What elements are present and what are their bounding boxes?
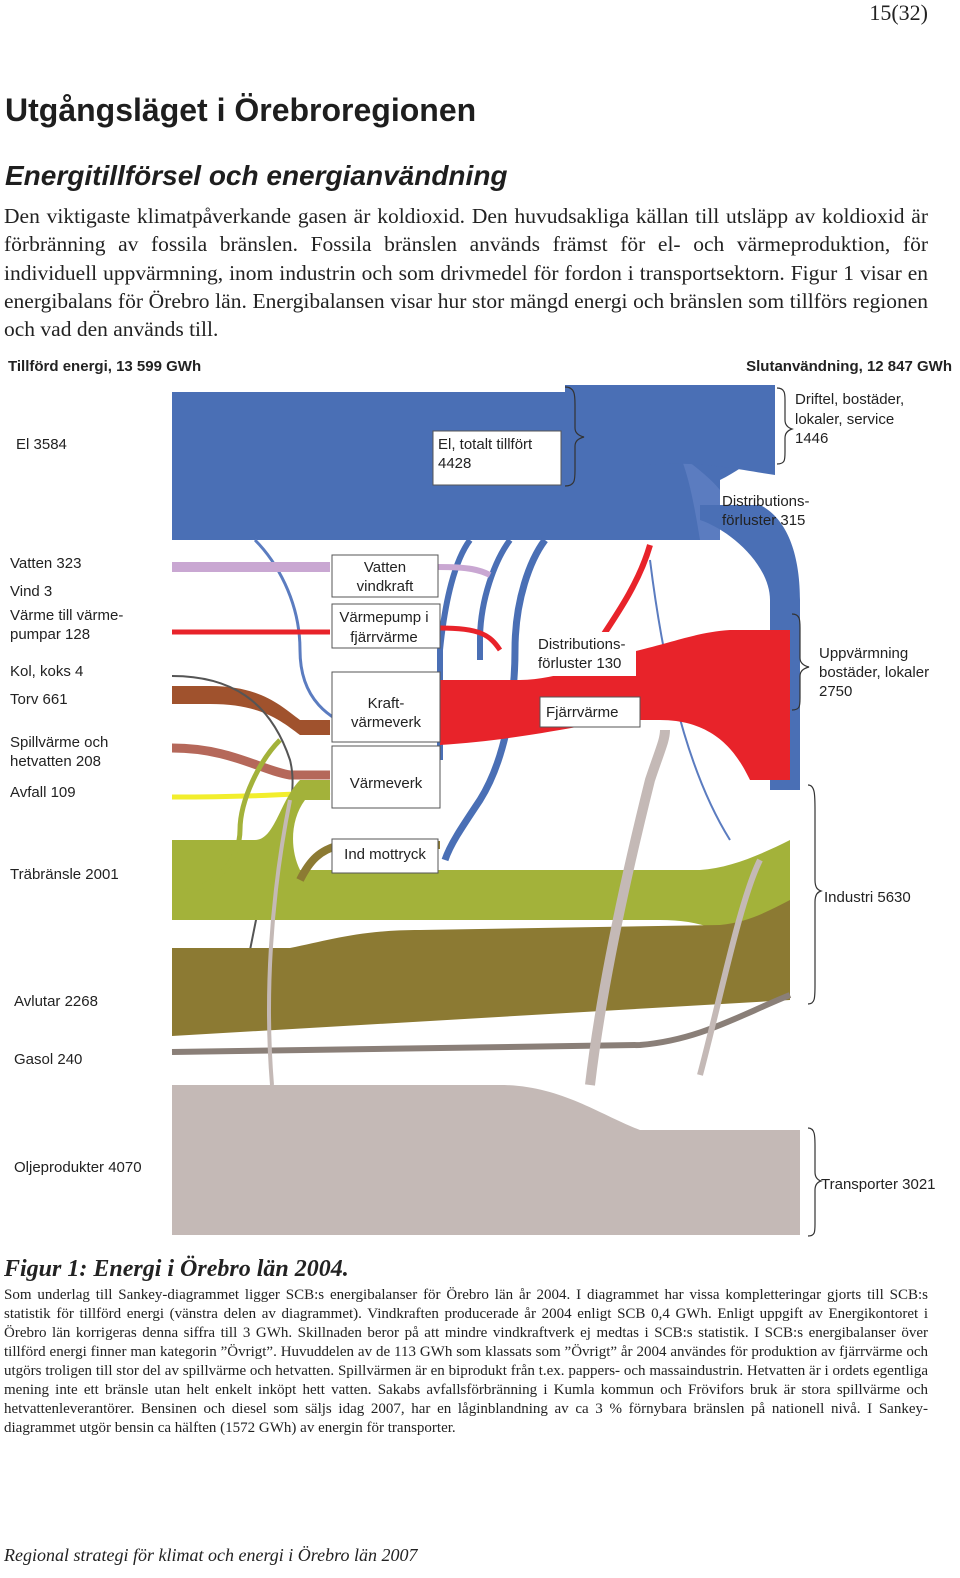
brace-el [564, 386, 585, 487]
flow-olja-up-3 [697, 858, 763, 1076]
brace-transporter [807, 1127, 823, 1237]
source-label-avfall: Avfall 109 [10, 784, 76, 801]
source-label-vatten: Vatten 323 [10, 555, 81, 572]
brace-driftel [776, 387, 794, 465]
flow-vatten [172, 562, 330, 572]
figure-description: Som underlag till Sankey-diagrammet ligg… [4, 1287, 928, 1436]
flow-el-line-3 [437, 538, 473, 760]
sankey-diagram: Tillförd energi, 13 599 GWh Slutanvändni… [8, 358, 952, 1237]
node-label-ind-mottryck: Ind mottryck [344, 846, 426, 863]
node-varmeverk-box [331, 745, 441, 809]
flow-vatten-out [437, 564, 492, 578]
intro-paragraph: Den viktigaste klimatpåverkande gasen är… [4, 204, 928, 342]
node-label-el-total-2: 4428 [438, 455, 471, 472]
use-label-transporter: Transporter 3021 [821, 1176, 936, 1193]
node-label-kraftvarme-1: Kraft- [368, 695, 405, 712]
use-label-uppvarmning-1: Uppvärmning [819, 645, 908, 662]
use-label-driftel-2: lokaler, service [795, 411, 894, 428]
node-label-varmepump-1: Värmepump i [339, 609, 428, 626]
source-label-trabransle: Träbränsle 2001 [10, 866, 119, 883]
source-label-torv: Torv 661 [10, 691, 68, 708]
node-label-el-loss-1: Distributions- [722, 493, 810, 510]
node-vatten-vind-box [331, 554, 439, 598]
page-title: Utgångsläget i Örebroregionen [5, 92, 477, 128]
brace-industri [807, 784, 823, 1005]
source-label-gasol: Gasol 240 [14, 1051, 82, 1068]
source-label-olja: Oljeprodukter 4070 [14, 1159, 142, 1176]
flow-heat-pump-out [439, 625, 503, 652]
page-number: 15(32) [869, 0, 928, 25]
use-title: Slutanvändning, 12 847 GWh [746, 358, 952, 375]
flow-avlutar [172, 900, 790, 1036]
node-label-vatten-vind-1: Vatten [364, 559, 406, 576]
flow-olja-up-2 [267, 799, 292, 1086]
flow-spillvarme [171, 743, 330, 780]
flow-el-line-2 [477, 538, 513, 660]
use-label-industri: Industri 5630 [824, 889, 911, 906]
node-kraftvarme-box [331, 671, 441, 743]
node-label-fjarrvarme: Fjärrvärme [546, 704, 619, 721]
source-labels: El 3584 Vatten 323 Vind 3 Värme till vär… [10, 436, 142, 1176]
use-labels: Driftel, bostäder, lokaler, service 1446… [795, 391, 936, 1193]
node-label-varmepump-2: fjärrvärme [350, 629, 418, 646]
flow-trabransle [172, 780, 790, 960]
source-label-varme-1: Värme till värme- [10, 607, 123, 624]
use-label-driftel-3: 1446 [795, 430, 828, 447]
use-label-driftel-1: Driftel, bostäder, [795, 391, 904, 408]
node-label-vatten-vind-2: vindkraft [357, 578, 415, 595]
brace-uppvarmning [791, 613, 810, 711]
source-label-avlutar: Avlutar 2268 [14, 993, 98, 1010]
flow-district-heat-up [597, 544, 653, 642]
node-label-el-total-1: El, totalt tillfört [438, 436, 533, 453]
flows [171, 385, 800, 1235]
flow-olja-up-1 [585, 729, 670, 1086]
node-label-kraftvarme-2: värmeverk [351, 714, 422, 731]
node-label-dist-loss-2: förluster 130 [538, 655, 621, 672]
use-label-uppvarmning-3: 2750 [819, 683, 852, 700]
node-ind-mottryck-box [331, 838, 439, 874]
supply-title: Tillförd energi, 13 599 GWh [8, 358, 201, 375]
source-label-el: El 3584 [16, 436, 67, 453]
node-label-dist-loss-1: Distributions- [538, 636, 626, 653]
section-heading: Energitillförsel och energianvändning [5, 160, 508, 191]
source-label-spill-1: Spillvärme och [10, 734, 108, 751]
page-footer: Regional strategi för klimat och energi … [4, 1545, 418, 1565]
node-label-el-loss-2: förluster 315 [722, 512, 805, 529]
flow-trabransle-line [171, 738, 282, 895]
node-varmepump-box [331, 603, 441, 649]
use-label-uppvarmning-2: bostäder, lokaler [819, 664, 929, 681]
source-label-varme-2: pumpar 128 [10, 626, 90, 643]
node-dist-loss-box [532, 632, 636, 676]
flow-olja [172, 1085, 800, 1235]
flow-torv [172, 686, 330, 735]
braces [564, 386, 823, 1237]
figure-caption: Figur 1: Energi i Örebro län 2004. [4, 1256, 349, 1282]
source-label-kol: Kol, koks 4 [10, 663, 83, 680]
flow-el-to-driftel [640, 440, 775, 475]
node-label-varmeverk: Värmeverk [350, 775, 423, 792]
source-label-vind: Vind 3 [10, 583, 52, 600]
node-el-total-box [432, 430, 562, 486]
node-fjarrvarme-box [539, 696, 641, 728]
source-label-spill-2: hetvatten 208 [10, 753, 101, 770]
node-labels: El, totalt tillfört 4428 Vatten vindkraf… [339, 436, 809, 863]
node-boxes [331, 430, 641, 874]
